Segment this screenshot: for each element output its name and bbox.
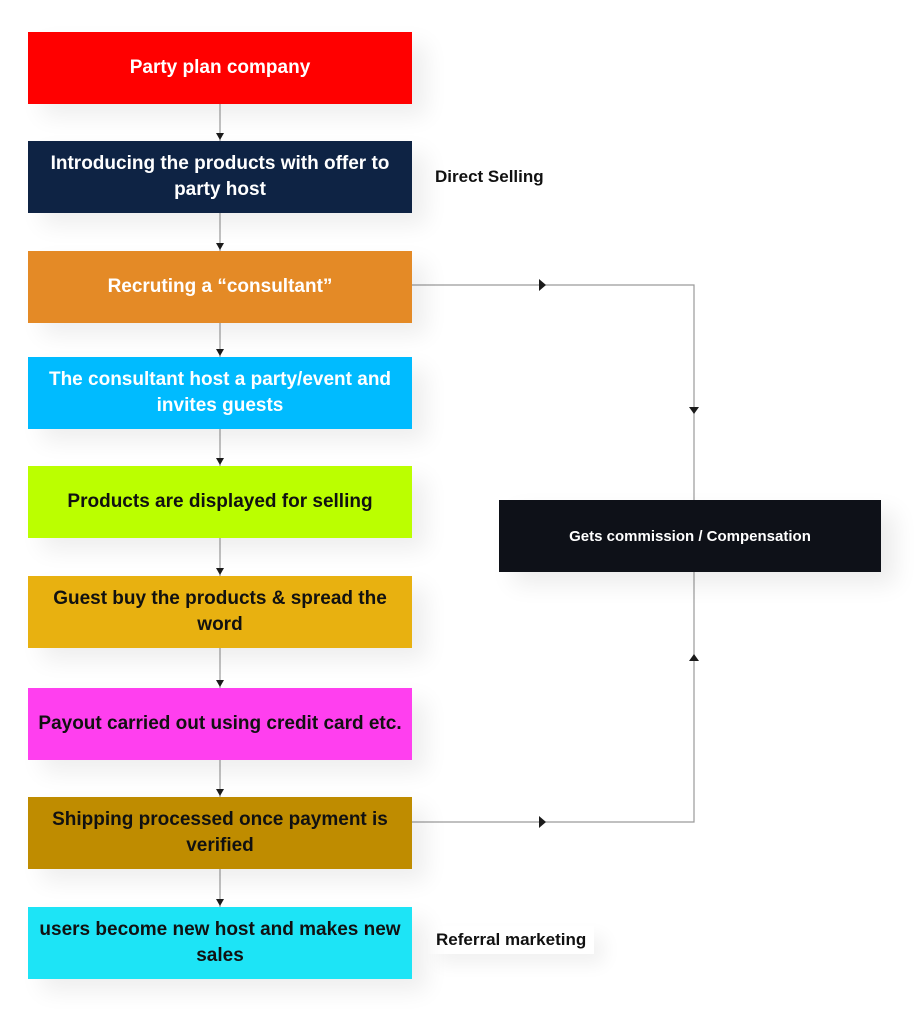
- arrowhead-down-2: [216, 243, 224, 250]
- arrowhead-down-1: [216, 133, 224, 140]
- arrowhead-up-commission: [689, 654, 699, 661]
- step-recruiting-consultant: Recruting a “consultant”: [28, 251, 412, 323]
- step-label: Introducing the products with offer to p…: [50, 153, 390, 200]
- step-shipping-processed: Shipping processed once payment is verif…: [28, 797, 412, 869]
- step-label: The consultant host a party/event and in…: [48, 369, 392, 416]
- arrowhead-right-bottom: [539, 816, 546, 828]
- arrowhead-right-top: [539, 279, 546, 291]
- arrowhead-down-commission: [689, 407, 699, 414]
- step-introducing-products: Introducing the products with offer to p…: [28, 141, 412, 213]
- arrowhead-down-5: [216, 568, 224, 575]
- step-label: Products are displayed for selling: [67, 491, 373, 512]
- step-label: Recruting a “consultant”: [107, 276, 333, 297]
- arrowhead-down-4: [216, 458, 224, 465]
- commission-box: Gets commission / Compensation: [499, 500, 881, 572]
- step-guest-buy-products: Guest buy the products & spread the word: [28, 576, 412, 648]
- step-label: Shipping processed once payment is verif…: [52, 809, 388, 856]
- step-consultant-hosts-party: The consultant host a party/event and in…: [28, 357, 412, 429]
- step-party-plan-company: Party plan company: [28, 32, 412, 104]
- connector-shipping-to-commission: [412, 572, 695, 823]
- direct-selling-label: Direct Selling: [435, 167, 544, 186]
- referral-marketing-label: Referral marketing: [428, 926, 594, 954]
- step-users-become-hosts: users become new host and makes new sale…: [28, 907, 412, 979]
- connector-consultant-to-commission: [412, 284, 695, 500]
- step-products-displayed: Products are displayed for selling: [28, 466, 412, 538]
- step-label: users become new host and makes new sale…: [39, 919, 401, 966]
- arrowhead-down-8: [216, 899, 224, 906]
- arrowhead-down-6: [216, 680, 224, 687]
- commission-label: Gets commission / Compensation: [569, 527, 811, 545]
- arrowheads: [216, 133, 699, 906]
- step-label: Party plan company: [129, 57, 311, 78]
- arrowhead-down-3: [216, 349, 224, 356]
- step-label: Guest buy the products & spread the word: [53, 588, 387, 635]
- step-payout: Payout carried out using credit card etc…: [28, 688, 412, 760]
- arrowhead-down-7: [216, 789, 224, 796]
- step-label: Payout carried out using credit card etc…: [38, 713, 402, 734]
